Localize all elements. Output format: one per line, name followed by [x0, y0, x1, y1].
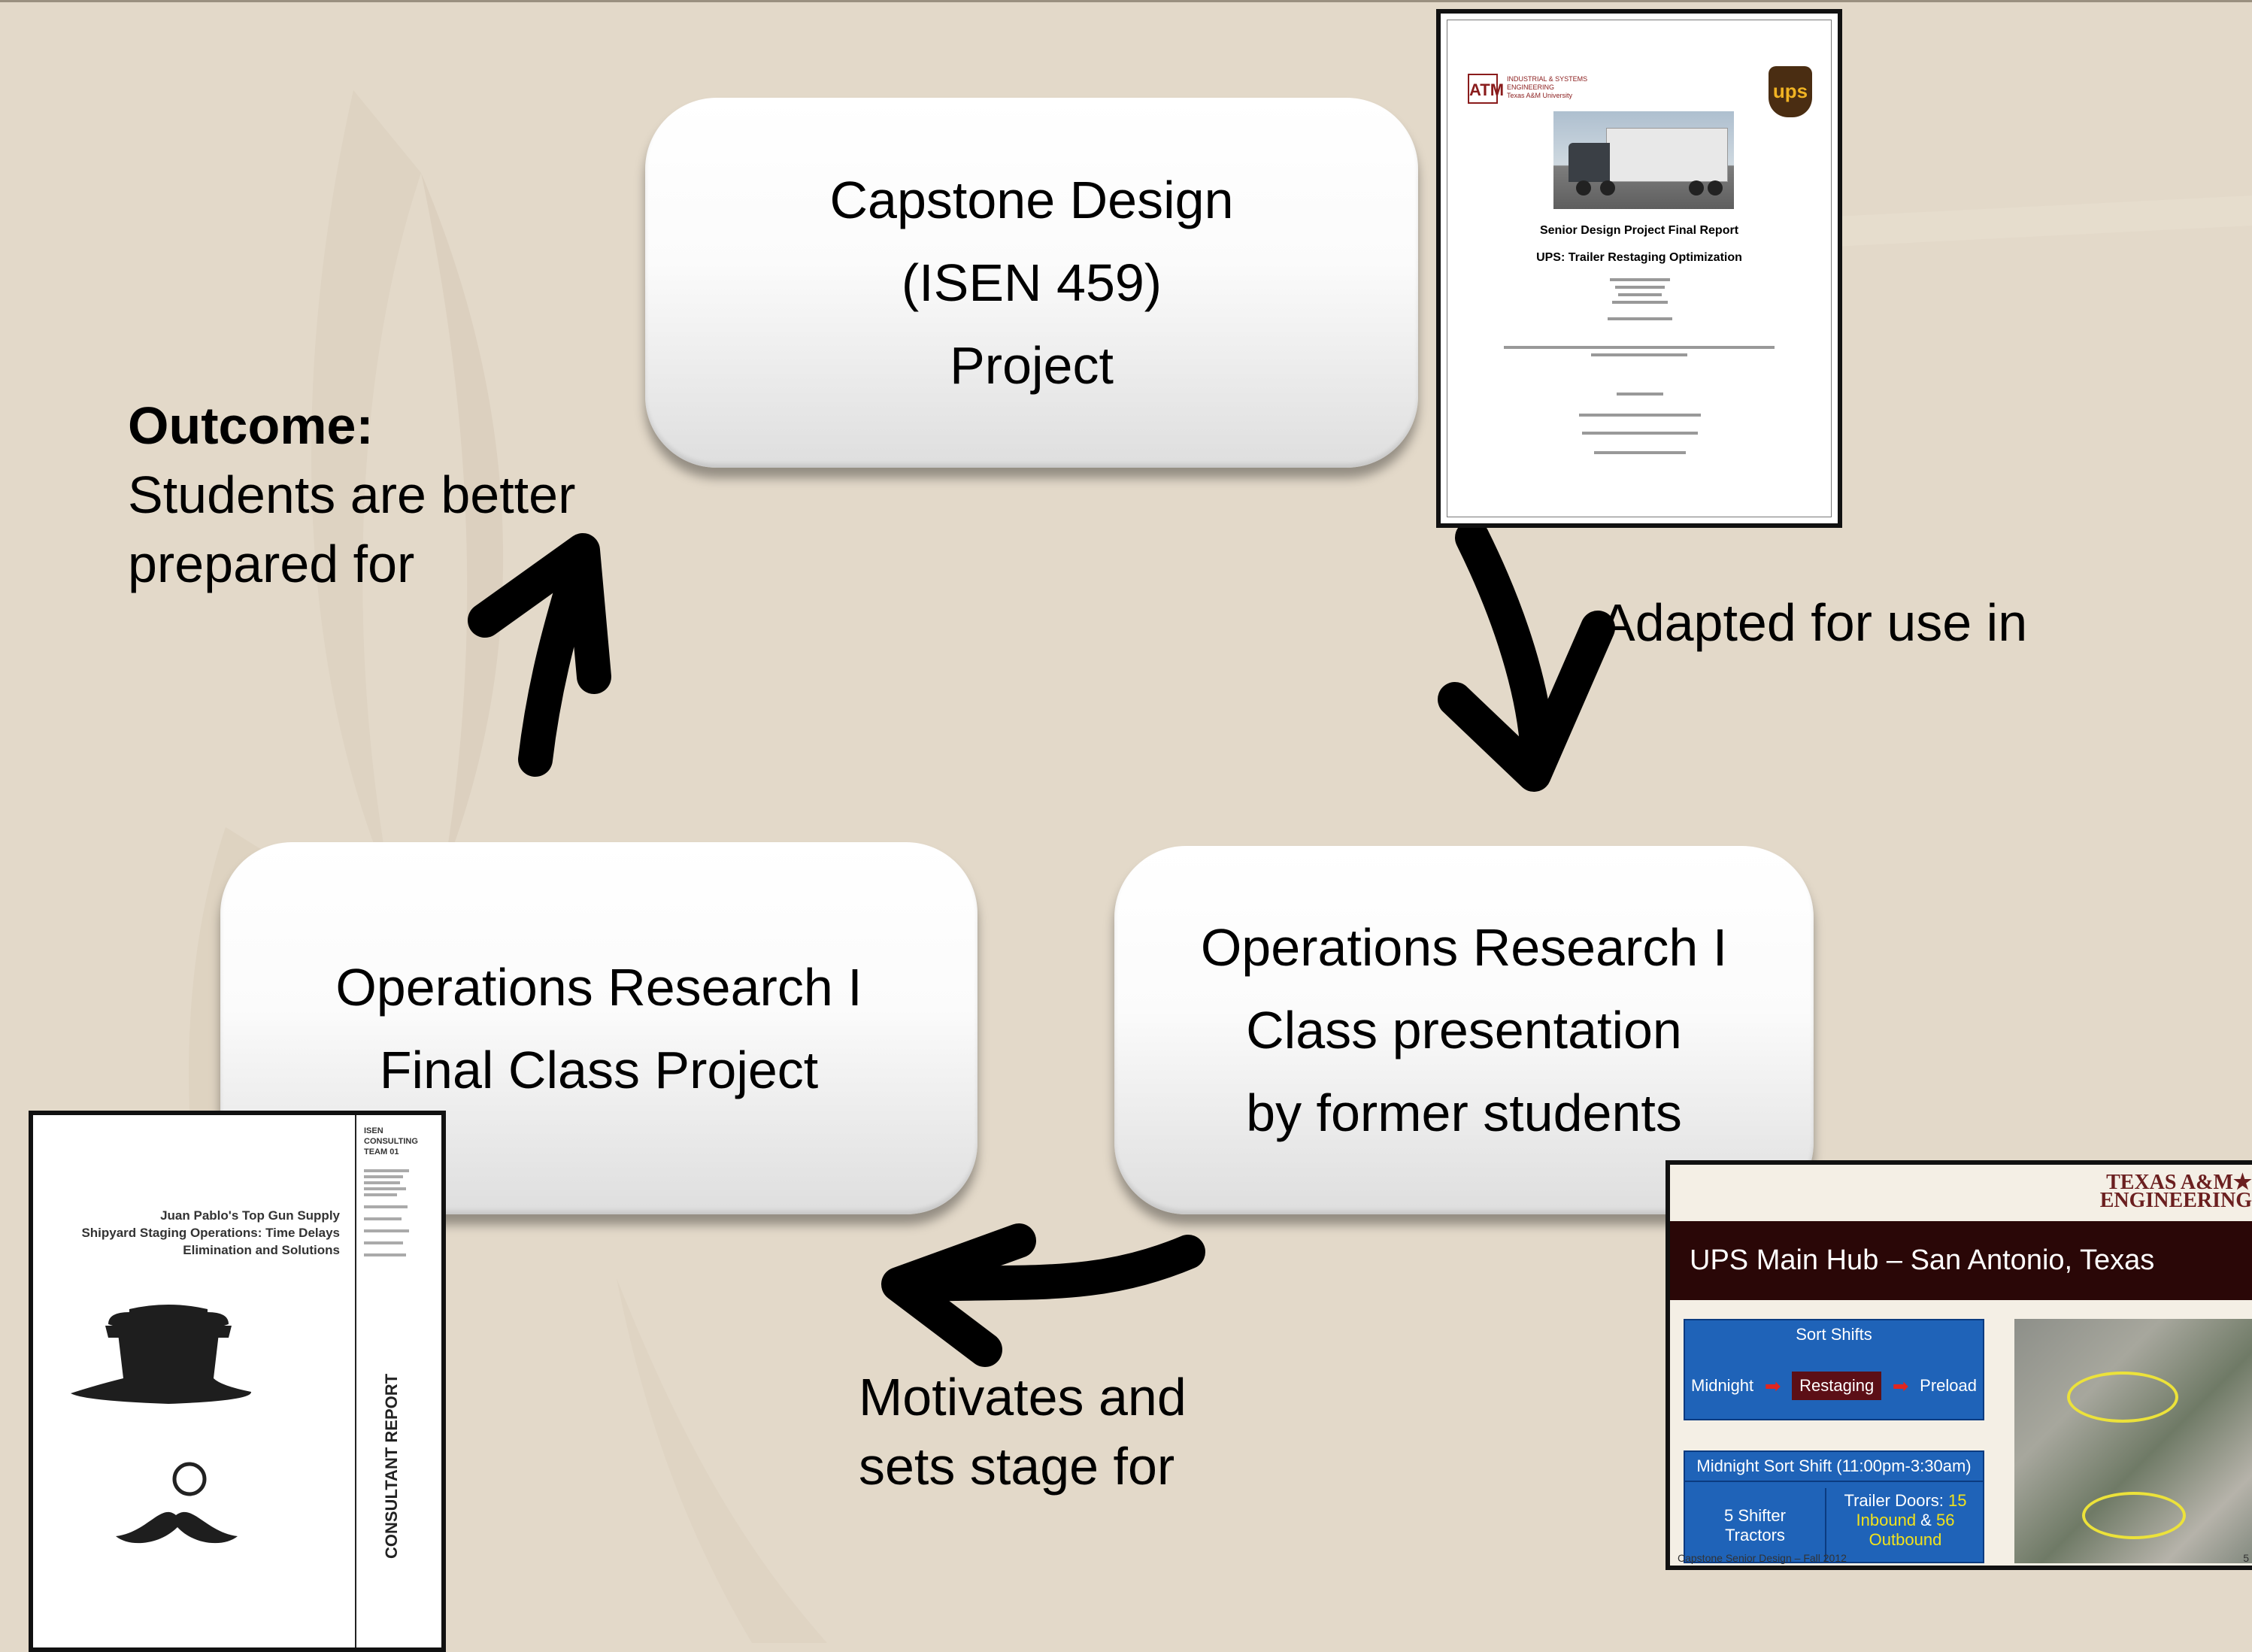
outcome-text: Outcome: Students are better prepared fo… [128, 391, 575, 599]
flow-preload: Preload [1920, 1376, 1977, 1395]
consultant-report-vertical-title: CONSULTANT REPORT [382, 1373, 401, 1559]
highlight-ring [2082, 1492, 2186, 1539]
team-line: ISEN [364, 1126, 383, 1135]
texas-am-engineering-logo: TEXAS A&M★ ENGINEERING [2099, 1171, 2252, 1212]
top-hat-monocle-mustache-icon [71, 1169, 409, 1544]
title-line: Elimination and Solutions [183, 1243, 340, 1257]
node-text-line: (ISEN 459) [901, 253, 1162, 312]
team-info: ISEN CONSULTING TEAM 01 [364, 1126, 418, 1157]
highlight-ring [2067, 1372, 2178, 1423]
title-line: Juan Pablo's Top Gun Supply [160, 1208, 340, 1223]
dept-line: ENGINEERING [1507, 83, 1555, 91]
node-text-line: Capstone Design [829, 171, 1234, 229]
report-frame [1447, 20, 1832, 517]
consultant-report-title: Juan Pablo's Top Gun Supply Shipyard Sta… [81, 1207, 340, 1259]
report-title: Senior Design Project Final Report [1539, 224, 1739, 237]
motivates-line: Motivates and [859, 1368, 1187, 1426]
node-text-line: by former students [1246, 1084, 1682, 1142]
outcome-line: prepared for [128, 535, 415, 593]
sort-shifts-header: Sort Shifts [1796, 1325, 1872, 1344]
motivates-label: Motivates and sets stage for [859, 1363, 1187, 1501]
tractors-line: Tractors [1725, 1526, 1785, 1544]
truck-photo [1553, 111, 1734, 209]
node-text-line: Project [950, 336, 1114, 395]
midnight-shift-box: Midnight Sort Shift (11:00pm-3:30am) 5 S… [1684, 1450, 1984, 1563]
node-text-line: Operations Research I [1200, 918, 1728, 977]
adapted-label-text: Adapted for use in [1600, 593, 2028, 652]
doors-outbound-label: Outbound [1869, 1530, 1942, 1549]
doors-amp: & [1916, 1511, 1936, 1529]
node-text-line: Class presentation [1246, 1001, 1682, 1059]
top-border-line [0, 0, 2252, 2]
arrow-right-icon: ➡ [1892, 1374, 1909, 1397]
motivates-line: sets stage for [859, 1437, 1175, 1496]
arrow-right-icon: ➡ [1764, 1374, 1781, 1397]
dept-line: INDUSTRIAL & SYSTEMS [1507, 75, 1588, 83]
ups-main-hub-slide-thumbnail: TEXAS A&M★ ENGINEERING UPS Main Hub – Sa… [1666, 1160, 2252, 1570]
report-department: INDUSTRIAL & SYSTEMS ENGINEERING Texas A… [1507, 75, 1620, 100]
ups-logo-icon: ups [1769, 66, 1812, 117]
node-text-line: Operations Research I [335, 957, 862, 1017]
team-line: TEAM 01 [364, 1147, 399, 1156]
midnight-shift-header: Midnight Sort Shift (11:00pm-3:30am) [1685, 1456, 1983, 1482]
outcome-heading: Outcome: [128, 396, 374, 455]
node-text-line: Final Class Project [379, 1040, 819, 1099]
slide-page-number: 5 [2243, 1552, 2249, 1564]
slide-title: UPS Main Hub – San Antonio, Texas [1690, 1244, 2155, 1276]
slide-title-bar [1670, 1221, 2252, 1300]
doors-inbound-count: 15 [1948, 1491, 1967, 1510]
adapted-label: Adapted for use in [1600, 588, 2027, 657]
outcome-line: Students are better [128, 465, 576, 524]
report-divider [355, 1115, 356, 1647]
flow-midnight: Midnight [1691, 1376, 1754, 1395]
class-presentation-node: Operations Research I Class presentation… [1114, 846, 1814, 1214]
capstone-design-node: Capstone Design (ISEN 459) Project [645, 98, 1418, 468]
doors-inbound-label: Inbound [1856, 1511, 1917, 1529]
report-fine-print [1504, 278, 1775, 454]
sort-shifts-box: Sort Shifts Midnight ➡ Restaging ➡ Prelo… [1684, 1319, 1984, 1420]
flow-restaging: Restaging [1792, 1372, 1882, 1400]
report-subtitle: UPS: Trailer Restaging Optimization [1536, 251, 1742, 264]
tamu-logo-icon: ATM [1468, 74, 1504, 104]
doors-prefix: Trailer Doors: [1844, 1491, 1949, 1510]
ups-final-report-thumbnail: ATM INDUSTRIAL & SYSTEMS ENGINEERING Tex… [1436, 9, 1842, 528]
aerial-map-image [2014, 1319, 2252, 1563]
dept-line: Texas A&M University [1507, 92, 1573, 99]
team-line: CONSULTING [364, 1137, 418, 1146]
brand-line: ENGINEERING [2099, 1189, 2252, 1212]
shift-flow: Midnight ➡ Restaging ➡ Preload [1691, 1372, 1977, 1400]
brand-line: TEXAS A&M★ [2106, 1171, 2252, 1194]
slide-footer: Capstone Senior Design – Fall 2012 [1678, 1552, 1847, 1564]
trailer-doors-cell: Trailer Doors: 15 Inbound & 56 Outbound [1826, 1491, 1984, 1550]
consultant-report-thumbnail: Juan Pablo's Top Gun Supply Shipyard Sta… [29, 1111, 446, 1652]
doors-outbound-count: 56 [1935, 1511, 1955, 1529]
tractors-cell: 5 Shifter Tractors [1685, 1488, 1826, 1563]
title-line: Shipyard Staging Operations: Time Delays [81, 1226, 340, 1240]
tractors-line: 5 Shifter [1724, 1506, 1786, 1525]
